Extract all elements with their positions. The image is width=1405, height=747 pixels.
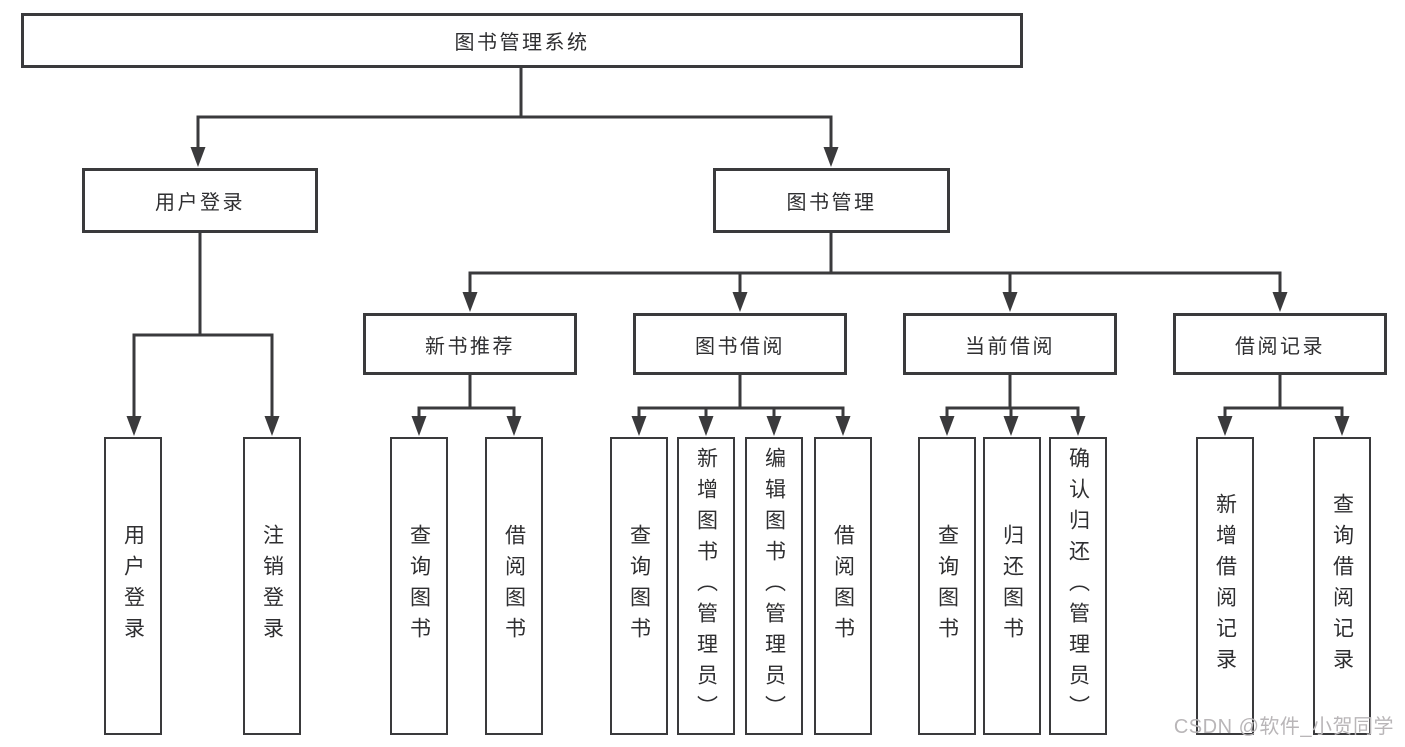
leaf-query-borrow-record: 查询借阅记录 (1313, 437, 1371, 735)
node-borrow-records: 借阅记录 (1173, 313, 1387, 375)
node-root-library-system: 图书管理系统 (21, 13, 1023, 68)
node-book-management: 图书管理 (713, 168, 950, 233)
node-book-borrow: 图书借阅 (633, 313, 847, 375)
node-current-borrow: 当前借阅 (903, 313, 1117, 375)
leaf-return-book: 归还图书 (983, 437, 1041, 735)
arrowhead-icons (126, 147, 1350, 436)
leaf-borrow-book-recommend: 借阅图书 (485, 437, 543, 735)
csdn-watermark: CSDN @软件_小贺同学 (1173, 716, 1394, 738)
leaf-add-book-admin: 新增图书（管理员） (677, 437, 735, 735)
leaf-add-borrow-record: 新增借阅记录 (1196, 437, 1254, 735)
leaf-confirm-return-admin: 确认归还（管理员） (1049, 437, 1107, 735)
leaf-logout: 注销登录 (243, 437, 301, 735)
leaf-user-login: 用户登录 (104, 437, 162, 735)
node-user-login: 用户登录 (82, 168, 318, 233)
leaf-edit-book-admin: 编辑图书（管理员） (745, 437, 803, 735)
node-new-book-recommend: 新书推荐 (363, 313, 577, 375)
leaf-query-book-current: 查询图书 (918, 437, 976, 735)
leaf-query-book-borrow: 查询图书 (610, 437, 668, 735)
leaf-query-book-recommend: 查询图书 (390, 437, 448, 735)
leaf-borrow-book: 借阅图书 (814, 437, 872, 735)
